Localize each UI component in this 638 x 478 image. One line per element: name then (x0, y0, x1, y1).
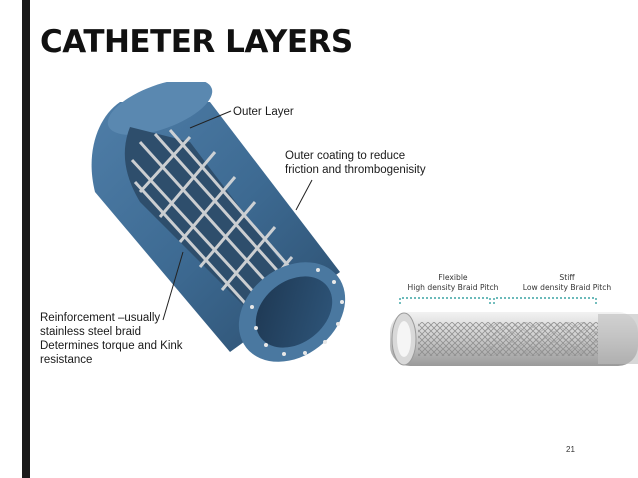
caption-flexible-line2: High density Braid Pitch (407, 283, 499, 292)
caption-stiff-line1: Stiff (559, 273, 575, 282)
label-outer-coating-line1: Outer coating to reduce (285, 150, 406, 162)
caption-stiff-line2: Low density Braid Pitch (522, 283, 612, 292)
label-reinforcement: Reinforcement –usually stainless steel b… (40, 311, 190, 367)
caption-stiff: Stiff Low density Braid Pitch (508, 273, 626, 293)
label-reinforcement-line1: Reinforcement –usually (40, 312, 161, 324)
left-accent-bar (22, 0, 30, 478)
label-outer-coating-line2: friction and thrombogenisity (285, 164, 426, 176)
caption-flexible-line1: Flexible (438, 273, 468, 282)
label-outer-coating: Outer coating to reduce friction and thr… (285, 149, 445, 177)
slide-title: CATHETER LAYERS (40, 24, 353, 60)
catheter-illustration (91, 82, 346, 362)
label-reinforcement-line3: Determines torque and Kink (40, 340, 183, 352)
label-outer-layer: Outer Layer (233, 106, 294, 118)
braid-pitch-figure: Flexible High density Braid Pitch Stiff … (386, 262, 638, 386)
braided-tube-illustration (390, 297, 638, 366)
label-reinforcement-line2: stainless steel braid (40, 326, 141, 338)
label-reinforcement-line4: resistance (40, 354, 93, 366)
caption-flexible: Flexible High density Braid Pitch (394, 273, 512, 293)
page-number: 21 (566, 445, 575, 454)
